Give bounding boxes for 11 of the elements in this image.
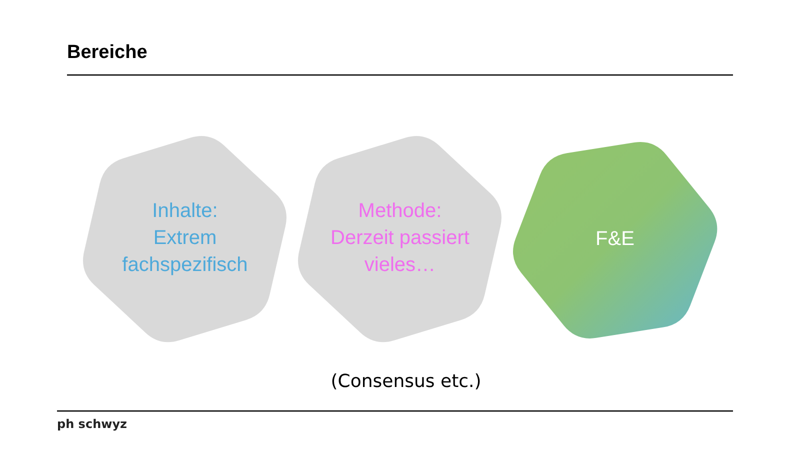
hexagon-label: Methode: (357, 199, 443, 224)
hexagon-label: Derzeit passiert vieles… (330, 226, 470, 278)
hexagon (298, 136, 502, 342)
title: Bereiche (67, 42, 148, 64)
note-text: (Consensus etc.) (330, 370, 482, 392)
hexagon (83, 136, 287, 342)
hexagon-label: Inhalte: (151, 199, 219, 224)
hexagon-label: Extrem fachspezifisch (121, 226, 249, 278)
hexagon (512, 142, 718, 338)
footer-text: ph schwyz (57, 417, 128, 431)
hexagon-label: F&E (594, 227, 636, 252)
